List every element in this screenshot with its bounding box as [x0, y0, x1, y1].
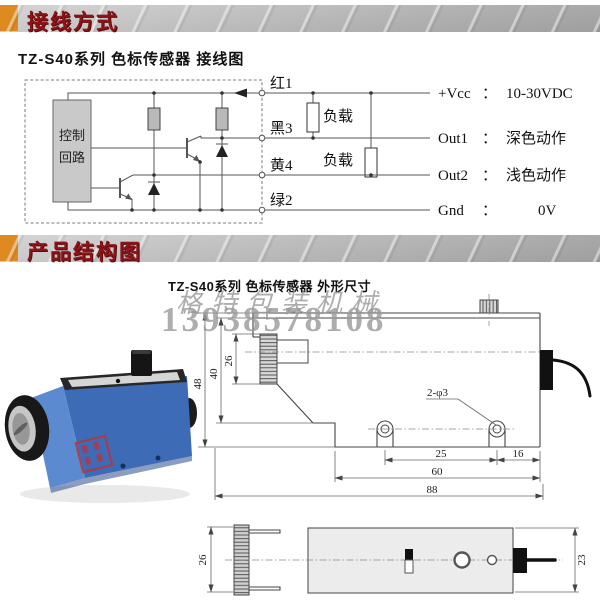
wiring-diagram-title: TZ-S40系列 色标传感器 接线图 [18, 51, 245, 68]
load-1-box [306, 102, 320, 133]
mode-switch-slot [404, 559, 414, 574]
load-1: 负载 [306, 93, 353, 138]
svg-text:25: 25 [436, 448, 448, 460]
cable [551, 358, 592, 398]
svg-text:60: 60 [432, 466, 444, 478]
lens-housing [276, 339, 309, 364]
diode-1 [148, 183, 160, 195]
svg-text:Out2：浅色动作: Out2：浅色动作 [438, 167, 566, 184]
diode-2 [216, 145, 228, 157]
svg-text:2-φ3: 2-φ3 [427, 387, 449, 399]
dimensions-title: TZ-S40系列 色标传感器 外形尺寸 [168, 279, 372, 294]
pin-descriptions: +Vcc：10-30VDC Out1：深色动作 Out2：浅色动作 Gnd：0V [438, 86, 573, 219]
svg-text:48: 48 [192, 378, 204, 390]
section-header-label: 接线方式 [27, 11, 119, 34]
svg-text:负载: 负载 [323, 152, 353, 169]
top-view-dim-23: 23 [515, 527, 588, 593]
horizontal-dimensions: 25 16 60 88 [214, 448, 544, 500]
svg-text:26: 26 [223, 355, 235, 367]
svg-text:负载: 负载 [323, 108, 353, 125]
sensor-boundary-dashed-box [24, 79, 263, 224]
cable-gland-top-view [513, 548, 527, 573]
wire-label-black3: 黑3 [270, 121, 293, 137]
vertical-dimensions: 48 40 26 [192, 312, 335, 448]
hole-callout: 2-φ3 [426, 387, 497, 426]
focus-ring [259, 333, 278, 385]
wire-label-green2: 绿2 [270, 192, 293, 209]
svg-text:Gnd：0V: Gnd：0V [438, 203, 557, 219]
svg-text:Out1：深色动作: Out1：深色动作 [438, 130, 566, 147]
side-view-drawing: 2-φ3 48 40 26 25 16 [192, 294, 592, 500]
barrel-tabs [249, 529, 281, 591]
product-photo [4, 350, 197, 503]
photo-shadow [20, 485, 190, 503]
lens-assembly [4, 395, 50, 461]
pullup-branch-1 [147, 93, 161, 210]
wire-label-red1: 红1 [270, 75, 293, 92]
sensor-body-front [63, 376, 192, 478]
resistor-1 [147, 107, 161, 131]
svg-text:回路: 回路 [59, 150, 85, 165]
transistor-out1 [91, 135, 260, 210]
orange-accent-block [0, 5, 18, 31]
control-circuit-box: 控制 回路 [52, 99, 92, 203]
svg-text:16: 16 [513, 448, 525, 460]
section-header-wiring: 接线方式 [0, 5, 600, 34]
company-watermark: 格特包装机械 [176, 289, 387, 318]
load-2-box [364, 147, 378, 178]
mode-switch [405, 549, 413, 560]
orange-accent-block [0, 235, 18, 261]
adjustment-knob [131, 350, 152, 376]
svg-text:23: 23 [576, 554, 588, 566]
screw-hole [120, 463, 126, 469]
sensor-body-bottom-edge [50, 456, 192, 493]
section-header-structure: 产品结构图 [0, 235, 600, 264]
top-plate-panel [68, 372, 180, 387]
wire-label-yellow4: 黄4 [270, 157, 293, 174]
indicator-dot [115, 378, 121, 384]
top-view-drawing: 26 23 [197, 524, 588, 596]
section-header-label: 产品结构图 [27, 241, 142, 264]
svg-text:88: 88 [427, 484, 439, 496]
load-2: 负载 [323, 93, 378, 178]
current-arrow [234, 88, 247, 98]
pullup-branch-2 [215, 93, 229, 210]
transistor-out2 [91, 174, 260, 210]
screw-hole [155, 455, 161, 461]
svg-text:+Vcc：10-30VDC: +Vcc：10-30VDC [438, 86, 573, 102]
wiring-diagram: 控制 回路 [24, 75, 573, 224]
svg-text:26: 26 [197, 554, 209, 566]
phone-watermark: 13938578108 [161, 300, 387, 339]
cable-gland [540, 350, 553, 390]
svg-text:控制: 控制 [59, 128, 85, 143]
indicator-led [486, 554, 498, 566]
mounting-holes [368, 420, 514, 447]
knob-highlight [132, 350, 151, 354]
terminals [258, 89, 266, 214]
resistor-2 [215, 107, 229, 131]
svg-text:40: 40 [208, 368, 220, 380]
junction-dots [130, 91, 373, 212]
potentiometer [453, 551, 471, 569]
top-view-dim-26: 26 [197, 526, 233, 593]
